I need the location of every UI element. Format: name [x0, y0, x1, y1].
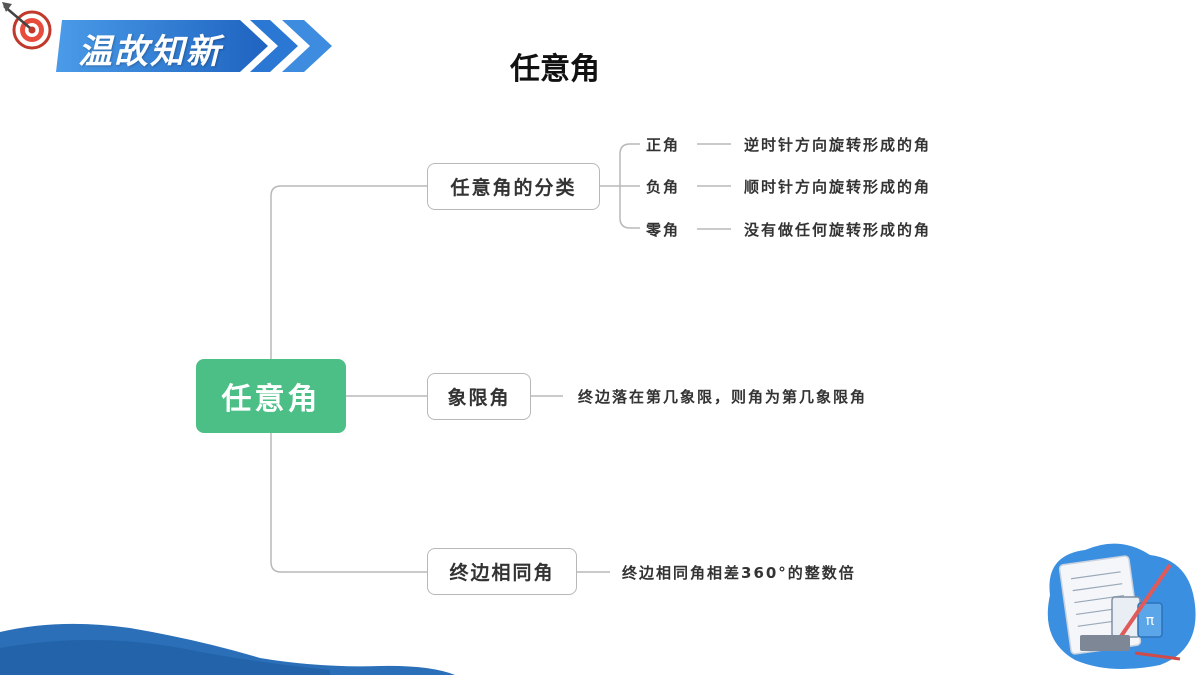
bottom-wave-decoration — [0, 623, 455, 675]
math-notebook-illustration: π — [1047, 543, 1196, 669]
leaf-term-negative: 负角 — [646, 178, 681, 196]
leaf-desc-negative: 顺时针方向旋转形成的角 — [744, 178, 932, 196]
leaf-term-zero: 零角 — [646, 221, 681, 239]
branch-classification: 任意角的分类 — [427, 163, 600, 210]
leaf-desc-zero: 没有做任何旋转形成的角 — [744, 221, 932, 239]
dartboard-icon — [2, 2, 52, 50]
branch-coterminal-angle: 终边相同角 — [427, 548, 577, 595]
leaf-term-positive: 正角 — [646, 136, 681, 154]
leaf-desc-quadrant: 终边落在第几象限，则角为第几象限角 — [578, 388, 868, 406]
banner-title: 温故知新 — [78, 32, 222, 72]
svg-text:π: π — [1146, 613, 1155, 629]
mindmap-root: 任意角 — [196, 359, 346, 433]
page-title: 任意角 — [510, 52, 600, 87]
banner-arrow — [56, 20, 332, 72]
branch-quadrant-angle: 象限角 — [427, 373, 531, 420]
leaf-desc-positive: 逆时针方向旋转形成的角 — [744, 136, 932, 154]
leaf-desc-coterminal: 终边相同角相差360°的整数倍 — [622, 564, 856, 582]
